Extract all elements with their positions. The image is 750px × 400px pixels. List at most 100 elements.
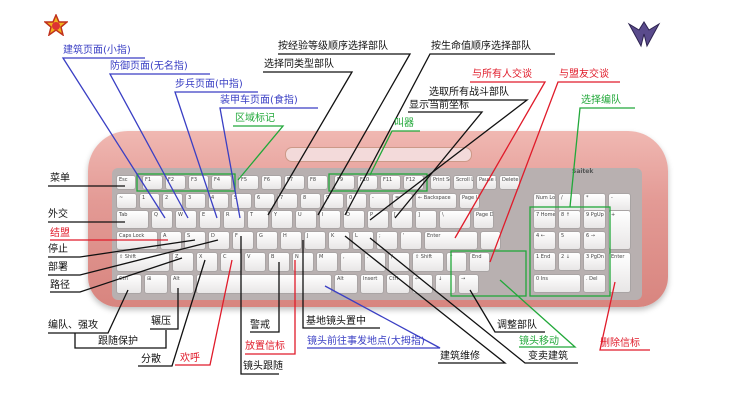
key-w[interactable]: W <box>175 210 197 229</box>
key-ctrl[interactable]: Ctrl <box>386 274 410 294</box>
line-stop <box>48 239 196 258</box>
key-7[interactable]: 7 <box>277 193 298 209</box>
label-stop: 停止 <box>48 244 68 255</box>
key-3[interactable]: 3 <box>185 193 206 209</box>
key-print-scrn[interactable]: Print Scrn <box>430 175 451 190</box>
label-taunt: 叫器 <box>394 118 414 129</box>
line-center-base <box>302 240 380 329</box>
key-4[interactable]: 4 ← <box>533 231 556 250</box>
key-8[interactable]: 8 <box>300 193 321 209</box>
key-f2[interactable]: F2 <box>165 175 186 190</box>
key-[interactable]: ] <box>415 210 437 229</box>
label-crush: 辗压 <box>151 316 171 327</box>
line-repair <box>344 235 507 364</box>
line-armor-page <box>219 107 318 219</box>
label-sell: 变卖建筑 <box>528 351 568 362</box>
line-infantry-page <box>174 91 258 219</box>
key-enter[interactable]: Enter <box>608 252 631 293</box>
key-j[interactable]: J <box>304 231 326 250</box>
label-place-beacon: 放置信标 <box>245 341 285 352</box>
key-[interactable]: ; <box>376 231 398 250</box>
key-i[interactable]: I <box>319 210 341 229</box>
key-k[interactable]: K <box>328 231 350 250</box>
label-camera-event: 镜头前往事发地点(大拇指) <box>307 336 425 347</box>
line-camera-event <box>307 285 441 349</box>
key-8[interactable]: 8 ↑ <box>558 210 581 229</box>
key-end[interactable]: End <box>469 252 490 272</box>
key-scroll-lock[interactable]: Scroll Lock <box>453 175 474 190</box>
numpad-highlight <box>529 206 611 297</box>
label-guard-follow: 跟随保护 <box>98 336 138 347</box>
key-shift[interactable]: ⇧ Shift <box>412 252 444 272</box>
line-chat-allies <box>489 81 620 263</box>
f1-f4-highlight <box>136 173 236 192</box>
key-[interactable]: . <box>364 252 386 272</box>
key-3-pgdn[interactable]: 3 PgDn <box>583 252 606 271</box>
key-h[interactable]: H <box>280 231 302 250</box>
game-emblem-logo <box>42 13 70 37</box>
label-repair: 建筑维修 <box>440 351 480 362</box>
arrows-highlight <box>450 250 527 297</box>
label-diplomacy: 外交 <box>48 209 68 220</box>
key-f4[interactable]: F4 <box>211 175 232 190</box>
key-[interactable]: ← <box>412 274 433 294</box>
key-[interactable]: → <box>458 274 479 294</box>
faction-logo <box>627 20 661 48</box>
key-7-home[interactable]: 7 Home <box>533 210 556 229</box>
line-alert <box>250 262 280 333</box>
key-2[interactable]: 2 ↓ <box>558 252 581 271</box>
key-x[interactable]: X <box>196 252 218 272</box>
line-taunt <box>369 130 420 176</box>
key-page-down[interactable]: Page Down <box>473 210 494 229</box>
key-p[interactable]: P <box>367 210 389 229</box>
key-alt[interactable]: Alt <box>334 274 358 294</box>
key-insert[interactable]: Insert <box>360 274 384 294</box>
key-space[interactable] <box>196 274 332 294</box>
key-o[interactable]: O <box>343 210 365 229</box>
key-[interactable]: - <box>369 193 390 209</box>
key-del[interactable]: . Del <box>583 274 606 293</box>
key-g[interactable]: G <box>256 231 278 250</box>
key-1-end[interactable]: 1 End <box>533 252 556 271</box>
key-6[interactable]: 6 <box>254 193 275 209</box>
key-[interactable]: [ <box>391 210 413 229</box>
label-defense-page: 防御页面(无名指) <box>110 61 188 72</box>
key-m[interactable]: M <box>316 252 338 272</box>
key-f8[interactable]: F8 <box>307 175 328 190</box>
label-chat-all: 与所有人交谈 <box>472 69 532 80</box>
key-alt[interactable]: Alt <box>170 274 194 294</box>
key-q[interactable]: Q <box>151 210 173 229</box>
key-0-ins[interactable]: 0 Ins <box>533 274 581 293</box>
label-show-coords: 显示当前坐标 <box>409 100 469 111</box>
key-f10[interactable]: F10 <box>357 175 378 190</box>
key-f11[interactable]: F11 <box>380 175 401 190</box>
key-5[interactable]: 5 <box>558 231 581 250</box>
key-f[interactable]: F <box>232 231 254 250</box>
line-defense-page <box>108 73 210 219</box>
label-alliance: 结盟 <box>50 228 70 239</box>
key-t[interactable]: T <box>247 210 269 229</box>
key-[interactable]: ⊞ <box>144 274 168 294</box>
key-ctrl[interactable]: Ctrl <box>116 274 142 294</box>
key-enter[interactable]: Enter <box>424 231 478 250</box>
key-tab[interactable]: Tab <box>116 210 149 229</box>
key-u[interactable]: U <box>295 210 317 229</box>
key-f5[interactable]: F5 <box>238 175 259 190</box>
key-[interactable]: + <box>608 210 631 250</box>
key-[interactable]: ' <box>400 231 422 250</box>
key-z[interactable]: Z <box>172 252 194 272</box>
key-y[interactable]: Y <box>271 210 293 229</box>
line-crush <box>150 288 179 330</box>
key-6[interactable]: 6 → <box>583 231 606 250</box>
key-[interactable]: , <box>340 252 362 272</box>
key-d[interactable]: D <box>208 231 230 250</box>
line-cheer <box>175 259 233 366</box>
key-backspace[interactable]: ← Backspace <box>415 193 457 209</box>
label-building-page: 建筑页面(小指) <box>63 45 131 56</box>
key-9-pgup[interactable]: 9 PgUp <box>583 210 606 229</box>
line-chat-all <box>454 81 547 239</box>
key-[interactable]: ~ <box>116 193 137 209</box>
key-v[interactable]: V <box>244 252 266 272</box>
key-2[interactable]: 2 <box>162 193 183 209</box>
key-f6[interactable]: F6 <box>261 175 282 190</box>
